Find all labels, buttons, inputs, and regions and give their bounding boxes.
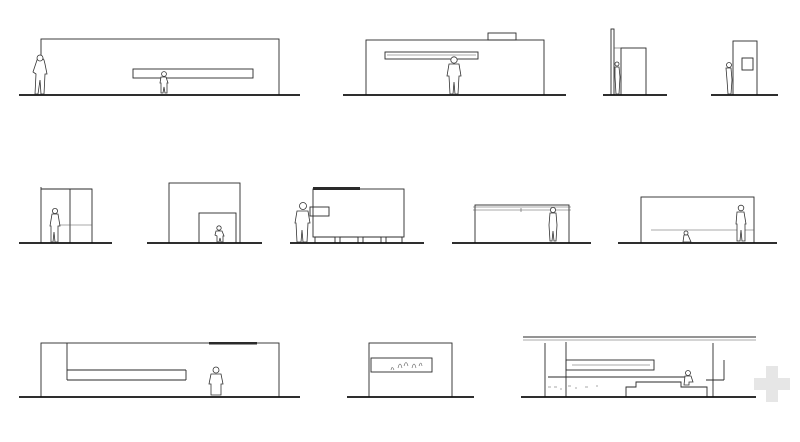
elevation-8 xyxy=(452,204,591,244)
elevation-10 xyxy=(19,342,300,398)
elevation-6 xyxy=(147,182,262,244)
elevation-3 xyxy=(603,28,667,96)
elevation-4 xyxy=(711,40,778,96)
plus-cross-icon xyxy=(754,366,790,402)
elevation-2 xyxy=(343,32,566,96)
elevation-7 xyxy=(290,187,424,244)
elevation-5 xyxy=(19,187,112,244)
elevation-12 xyxy=(521,336,756,398)
elevation-1 xyxy=(19,38,300,96)
elevation-9 xyxy=(618,196,777,244)
elevation-11 xyxy=(347,342,474,398)
